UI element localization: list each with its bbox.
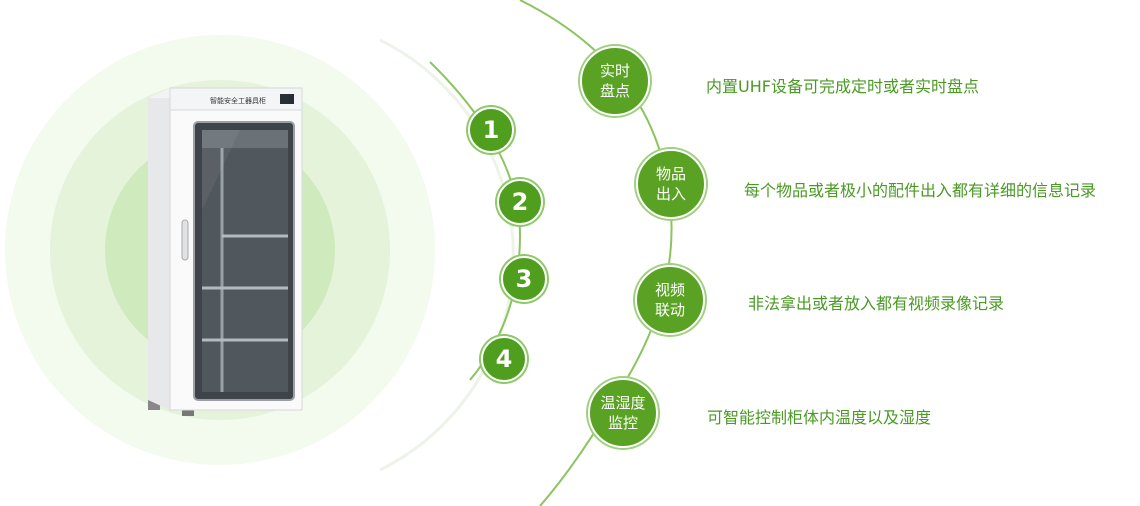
feature-badge-text: 实时 — [599, 62, 630, 80]
step-number: 4 — [495, 345, 513, 373]
feature-badge-text: 盘点 — [599, 82, 630, 100]
step-badge-2: 2 — [497, 179, 543, 225]
feature-description-climate-monitoring: 可智能控制柜体内温度以及湿度 — [707, 408, 932, 427]
feature-badge-climate-monitoring: 温湿度监控 — [588, 378, 658, 448]
door-handle — [181, 219, 189, 261]
step-number: 3 — [515, 265, 533, 293]
feature-badge-text: 温湿度 — [600, 394, 646, 412]
step-number: 1 — [482, 116, 500, 144]
feature-description-realtime-inventory: 内置UHF设备可完成定时或者实时盘点 — [706, 77, 979, 96]
feature-badge-text: 监控 — [607, 414, 638, 432]
feature-badge-text: 物品 — [655, 165, 686, 183]
feature-badge-realtime-inventory: 实时盘点 — [580, 46, 650, 116]
feature-badge-text: 联动 — [654, 301, 685, 319]
faint-arc — [379, 38, 515, 472]
feature-description-item-access: 每个物品或者极小的配件出入都有详细的信息记录 — [744, 181, 1097, 200]
feature-badge-text: 视频 — [654, 281, 685, 299]
smart-cabinet-image: 智能安全工器具柜 — [148, 87, 303, 416]
feature-badge-video-linkage: 视频联动 — [635, 265, 705, 335]
feature-badge-item-access: 物品出入 — [636, 149, 706, 219]
step-badge-4: 4 — [481, 336, 527, 382]
cabinet-label: 智能安全工器具柜 — [210, 96, 266, 105]
step-number: 2 — [511, 188, 529, 216]
step-badge-1: 1 — [468, 107, 514, 153]
step-badge-3: 3 — [501, 256, 547, 302]
feature-description-video-linkage: 非法拿出或者放入都有视频录像记录 — [748, 294, 1005, 313]
feature-badge-text: 出入 — [655, 185, 686, 203]
